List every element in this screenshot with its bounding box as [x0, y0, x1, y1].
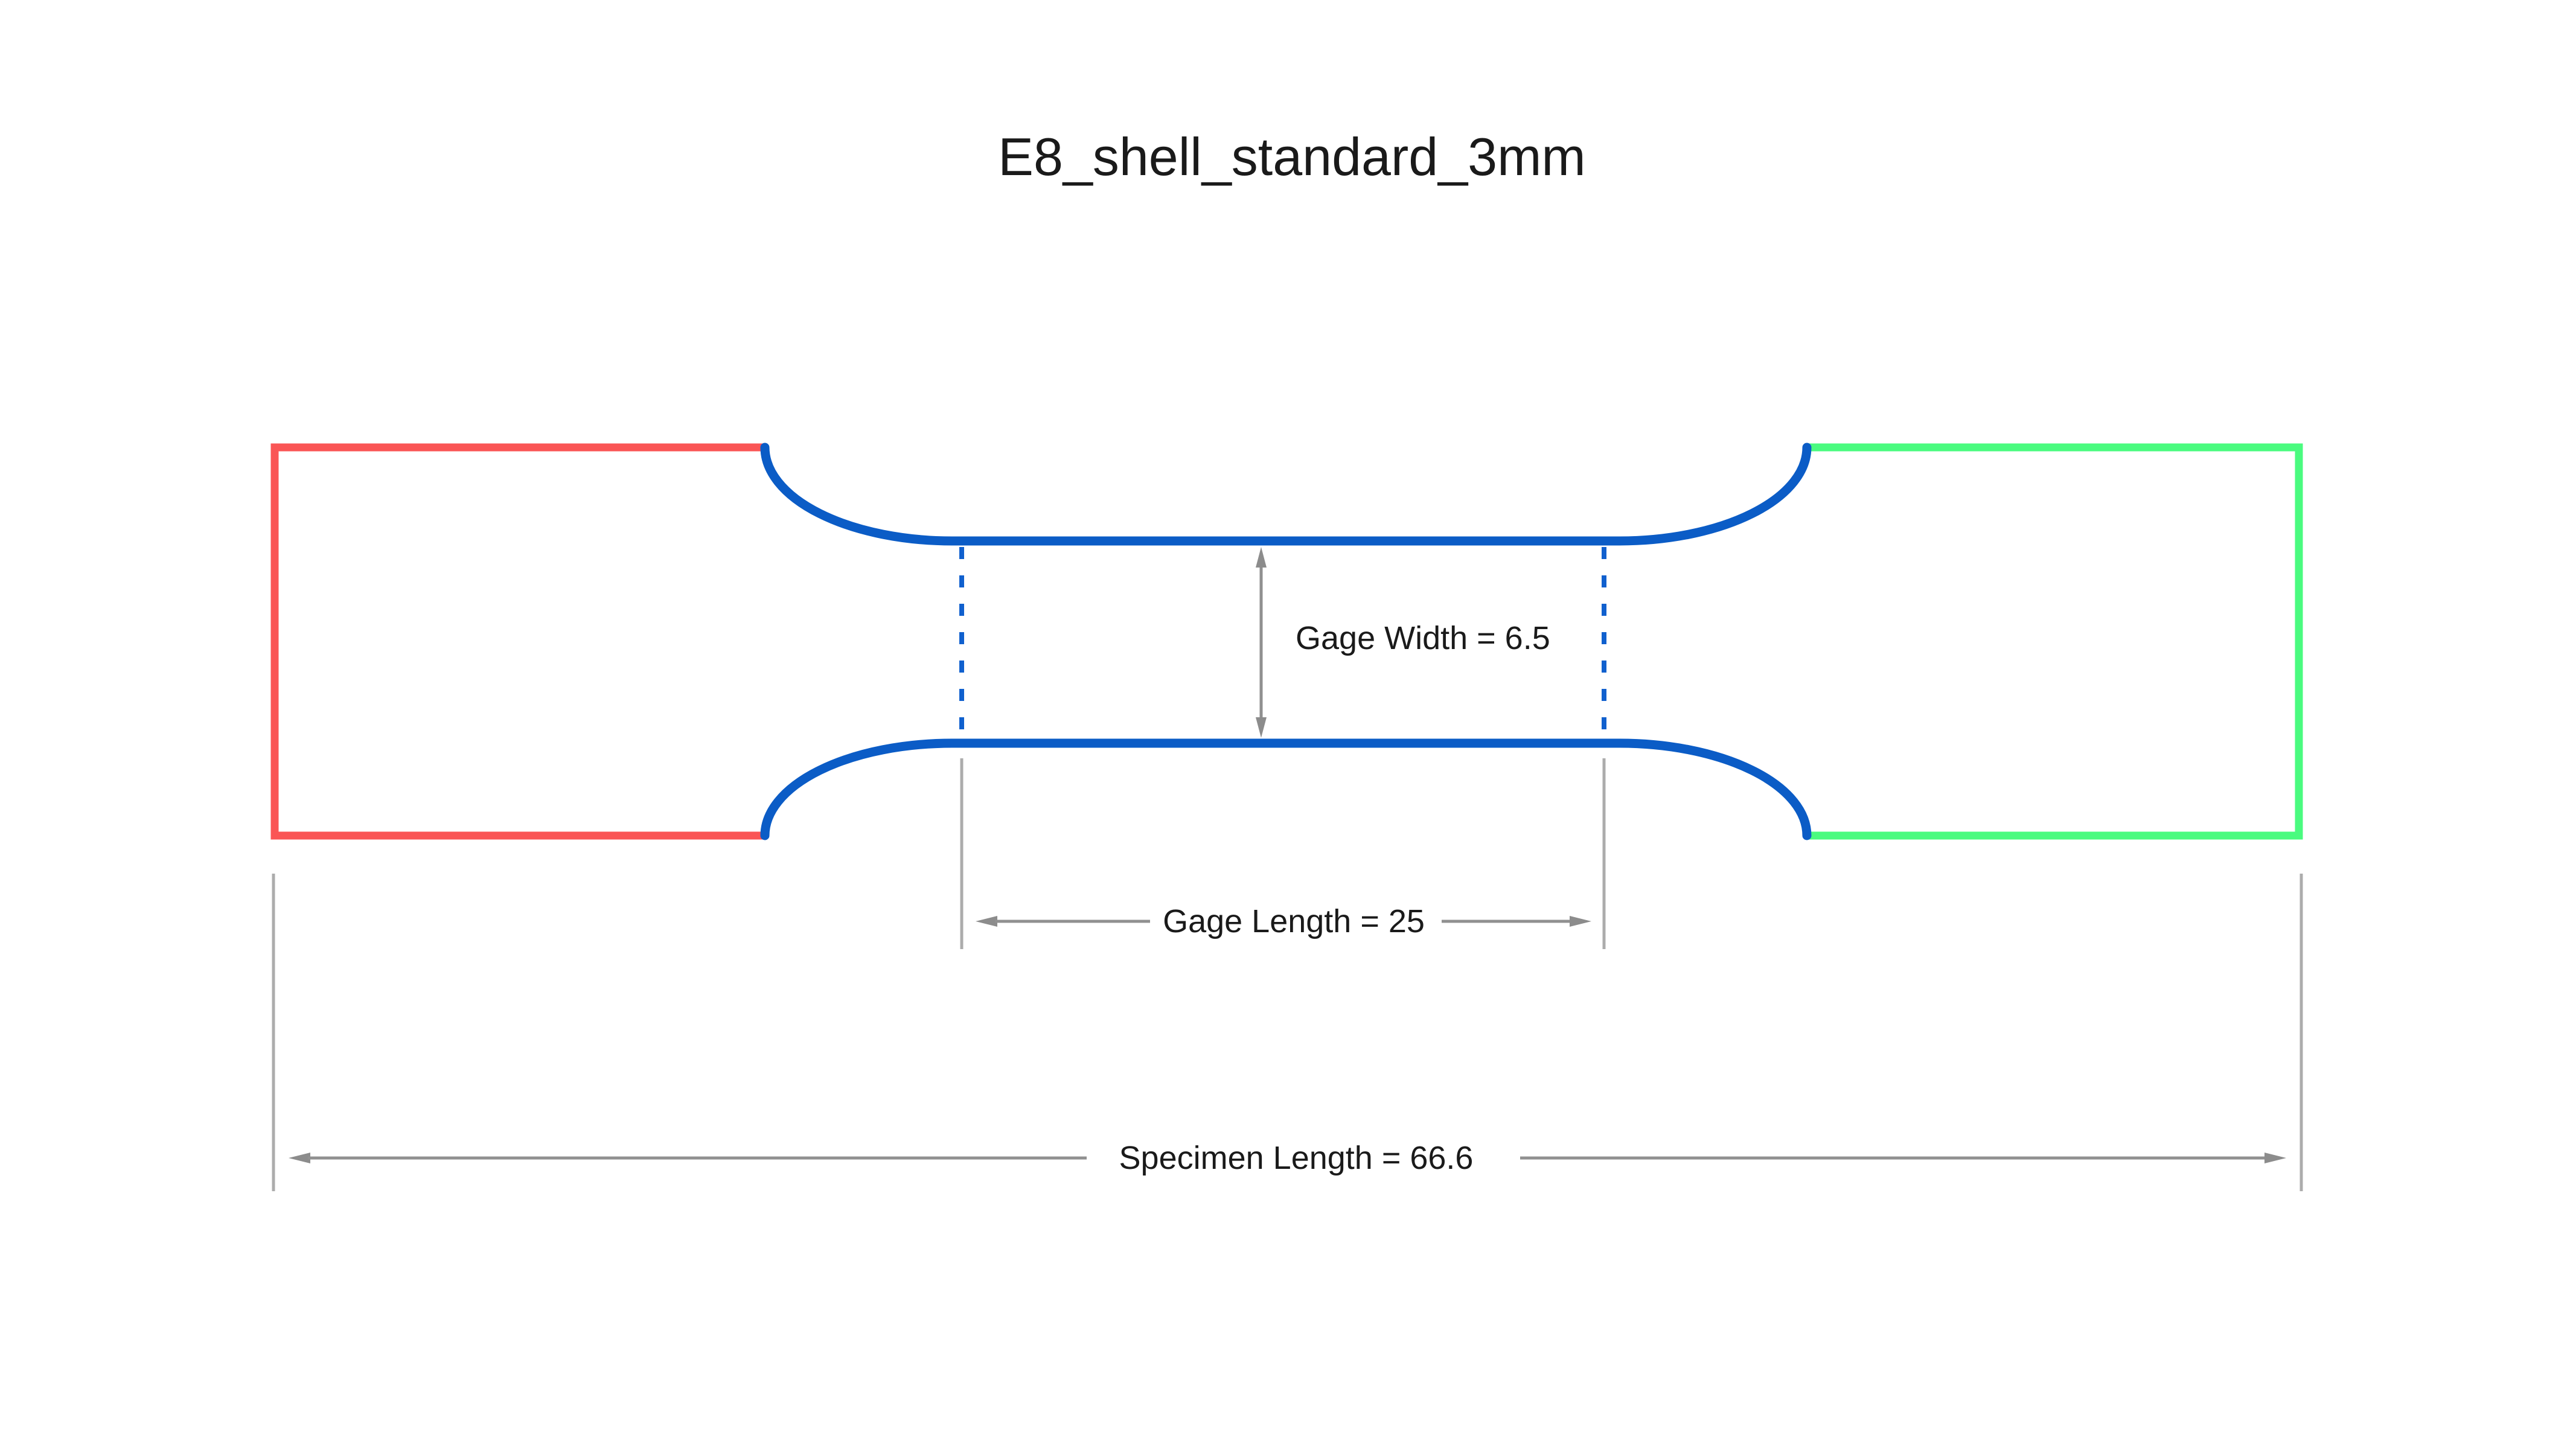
- arrow-down-icon: [1256, 717, 1267, 738]
- arrow-up-icon: [1256, 547, 1267, 568]
- gage-length-dimension: Gage Length = 25: [960, 758, 1606, 949]
- arrow-right-icon: [1570, 916, 1591, 927]
- gage-top-outline: [760, 443, 1812, 546]
- arrow-left-icon: [976, 916, 997, 927]
- gage-length-label: Gage Length = 25: [1163, 903, 1425, 939]
- gage-width-dimension: Gage Width = 6.5: [1256, 547, 1550, 738]
- left-grip-outline: [270, 443, 765, 840]
- specimen-length-label: Specimen Length = 66.6: [1119, 1140, 1474, 1176]
- diagram-title: E8_shell_standard_3mm: [998, 127, 1585, 187]
- right-grip-outline: [1807, 443, 2303, 840]
- gage-width-label: Gage Width = 6.5: [1296, 620, 1550, 656]
- arrow-left-icon: [289, 1153, 310, 1163]
- specimen-length-dimension: Specimen Length = 66.6: [272, 874, 2303, 1191]
- gage-bottom-outline: [760, 738, 1812, 840]
- arrow-right-icon: [2264, 1153, 2286, 1163]
